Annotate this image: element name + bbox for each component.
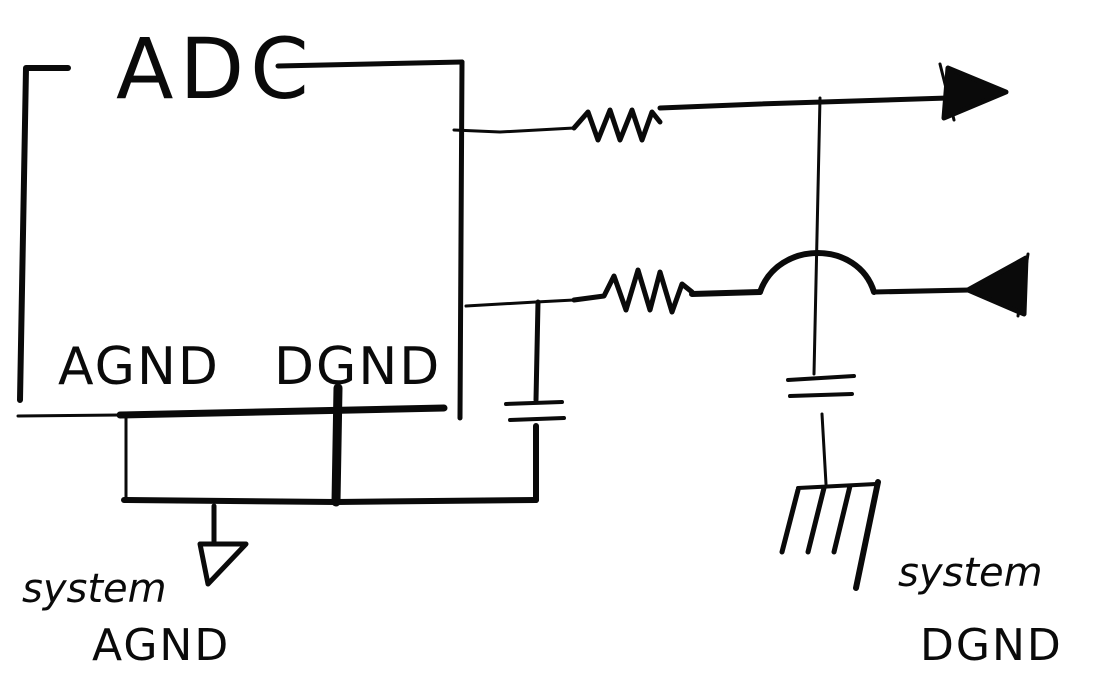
system-agnd-label-line2: AGND [92,620,230,671]
agnd-pin-label: AGND [58,337,220,397]
bottom-signal-line [464,250,973,315]
dgnd-chassis-ground-icon [779,479,881,591]
capacitor-icon [504,299,566,422]
agnd-ground-icon [197,503,249,587]
top-signal-line [452,95,951,143]
system-dgnd-label-line2: DGND [920,620,1063,671]
dgnd-pin-label: DGND [274,337,441,397]
system-agnd-label-line1: system [22,566,167,612]
arrow-right-icon [938,62,1009,122]
arrow-left-icon [965,252,1030,318]
capacitor-icon [786,374,856,382]
system-dgnd-label-line1: system [898,550,1043,596]
resistor-icon [571,267,695,315]
dgnd-branch [786,96,856,486]
agnd-bus [121,383,539,507]
adc-label: ADC [116,20,315,118]
resistor-icon [571,107,663,143]
adc-box [16,59,465,421]
